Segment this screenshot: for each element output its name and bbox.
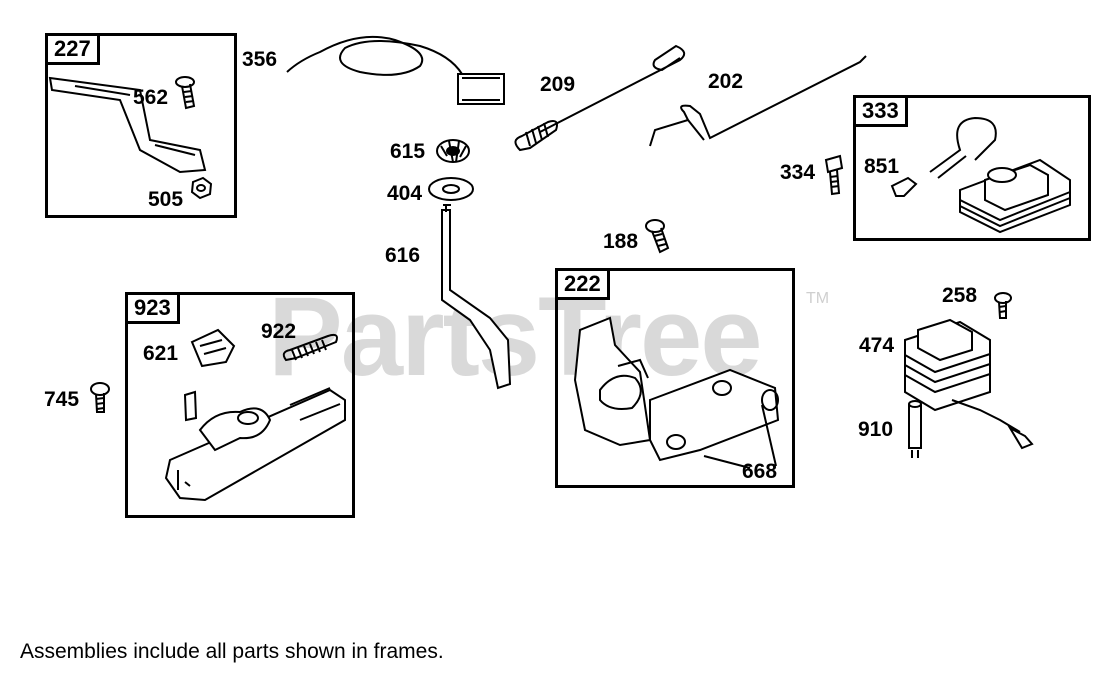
- callout-404: 404: [387, 182, 423, 205]
- callout-851: 851: [864, 155, 900, 178]
- part-armature-474: [904, 318, 1034, 450]
- part-nut-505: [190, 176, 213, 200]
- frame-227: 227: [45, 33, 237, 218]
- part-bolt-334: [824, 154, 844, 196]
- part-link-rod-202: [649, 55, 867, 147]
- part-gear-615: [436, 139, 470, 163]
- callout-668: 668: [742, 460, 778, 483]
- assemblies-note: Assemblies include all parts shown in fr…: [20, 640, 444, 663]
- leader-668: [703, 404, 777, 469]
- part-screw-258: [994, 292, 1012, 319]
- part-bolt-562: [175, 76, 196, 110]
- frame-label-227: 227: [45, 33, 100, 65]
- watermark-trademark: TM: [806, 290, 830, 307]
- part-clip-851: [890, 176, 918, 197]
- frame-333: 333: [853, 95, 1091, 241]
- callout-209: 209: [540, 73, 576, 96]
- callout-505: 505: [148, 188, 184, 211]
- frame-label-923: 923: [125, 292, 180, 324]
- part-spacer-910: [908, 400, 922, 458]
- part-spring-922: [282, 333, 338, 362]
- part-control-bracket-222: [573, 316, 780, 462]
- part-washer-404: [428, 177, 474, 201]
- frame-label-222: 222: [555, 268, 610, 300]
- callout-562: 562: [133, 86, 169, 109]
- frame-923: 923: [125, 292, 355, 518]
- callout-202: 202: [708, 70, 744, 93]
- callout-922: 922: [261, 320, 297, 343]
- part-cable-356: [286, 35, 505, 105]
- part-spring-link-209: [514, 44, 686, 152]
- part-governor-bracket-923: [164, 387, 346, 502]
- callout-621: 621: [143, 342, 179, 365]
- callout-474: 474: [859, 334, 895, 357]
- callout-356: 356: [242, 48, 278, 71]
- callout-910: 910: [858, 418, 894, 441]
- frame-222: 222: [555, 268, 795, 488]
- part-screw-745: [90, 382, 110, 413]
- part-screw-188: [645, 219, 670, 254]
- part-lever-616: [441, 204, 512, 390]
- frame-label-333: 333: [853, 95, 908, 127]
- callout-334: 334: [780, 161, 816, 184]
- part-bracket-621: [190, 328, 236, 368]
- part-bracket-227: [48, 76, 207, 174]
- callout-258: 258: [942, 284, 978, 307]
- callout-616: 616: [385, 244, 421, 267]
- callout-615: 615: [390, 140, 426, 163]
- callout-745: 745: [44, 388, 80, 411]
- part-armature-333: [929, 116, 1071, 234]
- callout-188: 188: [603, 230, 639, 253]
